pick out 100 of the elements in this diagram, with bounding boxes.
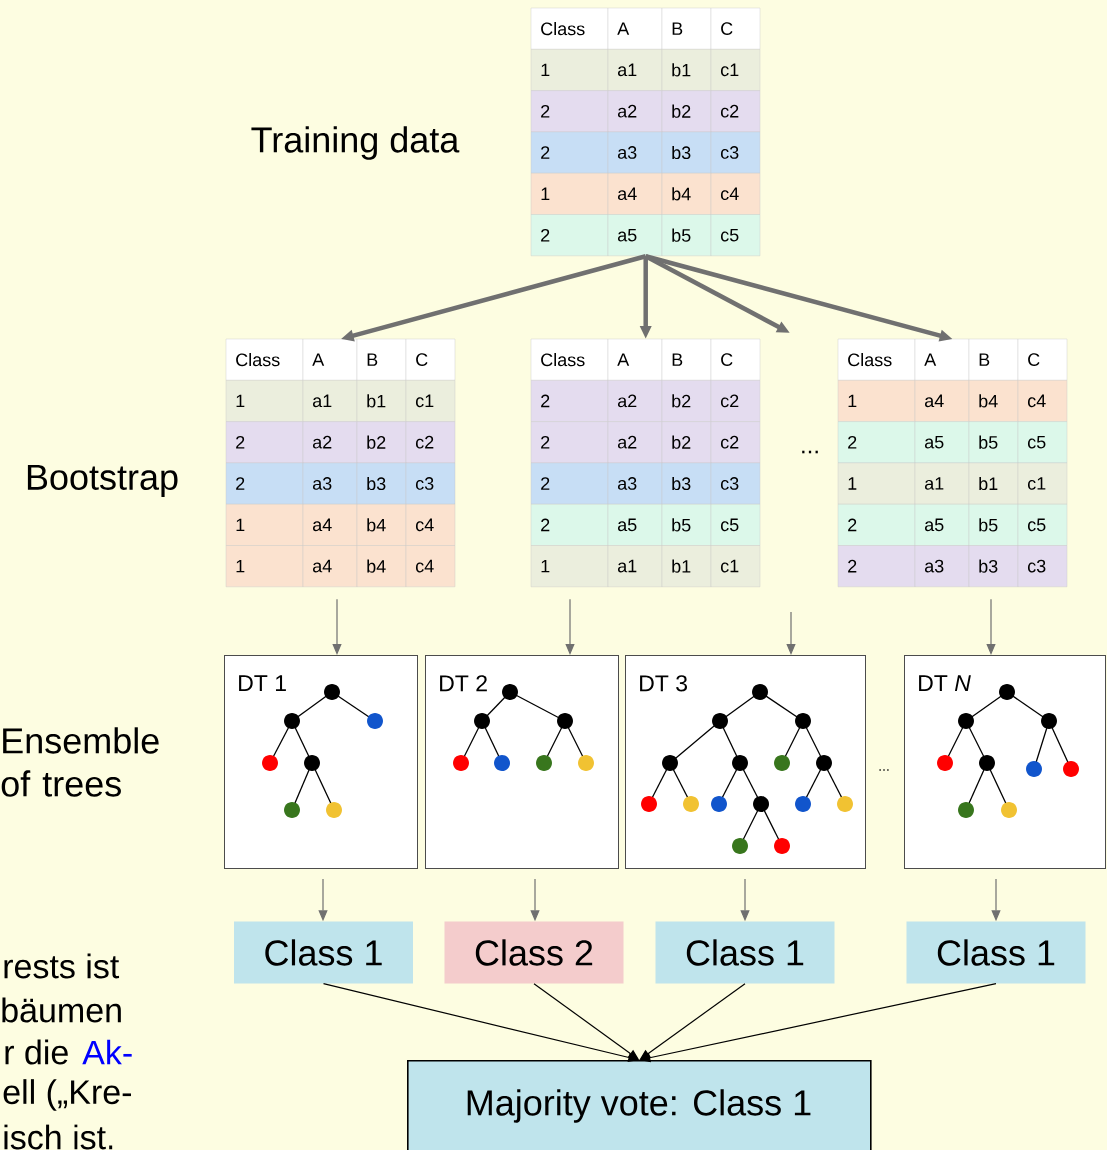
node-label: Class [541,21,585,36]
node-label: c4 [720,187,739,201]
node-label: 1 [236,559,245,573]
node-label: C [416,353,428,366]
node-label: 2 [236,477,245,490]
node-label: 1 [848,477,857,490]
node-label: Class [236,352,280,367]
node-label: a2 [617,435,637,449]
node-label: b4 [672,187,691,201]
result-box: Majority vote: Class 1 [407,1060,872,1150]
node-label: a2 [617,394,637,408]
node-label: c5 [720,518,739,532]
node-label: b4 [367,559,386,573]
node-label: a2 [617,104,637,118]
node-label: b1 [367,394,386,408]
tree-box: DT 2 [425,655,619,869]
node-label: C [1028,353,1040,366]
node-label: 1 [236,518,245,532]
node-label: b3 [367,476,386,491]
node-label: Class [848,352,892,367]
node-label: a5 [617,228,637,242]
row-label: Bootstrap [27,464,178,498]
node-label: 1 [541,559,550,573]
node-label: b1 [672,63,691,77]
node-label: c1 [415,394,434,408]
node-label: A [924,353,937,366]
node-label: C [721,22,733,35]
tree-box: DT 3 [625,655,866,869]
node-label: 2 [541,518,550,532]
node-label: b5 [672,228,691,242]
node-label: b3 [672,145,691,160]
node-label: a3 [924,559,944,573]
node-label: a3 [617,477,637,490]
node-label: c3 [415,477,434,490]
node-label: B [367,353,378,366]
node-label: c2 [720,104,739,118]
node-label: A [617,22,630,35]
node-label: b5 [672,518,691,532]
node-label: b2 [672,104,691,118]
node-label: c4 [415,518,434,532]
node-label: C [721,353,733,366]
node-label: a5 [924,518,944,532]
node-label: a4 [617,187,637,201]
class-box: Class 1 [234,921,413,984]
node-label: a1 [617,63,637,77]
node-label: c3 [1027,559,1046,573]
node-label: b5 [979,518,998,532]
body-text: ell („Kre- [3,1079,131,1111]
class-box: Class 1 [655,921,835,984]
node-label: a4 [312,518,332,532]
node-label: b1 [979,476,998,491]
tree-box: DT N [904,655,1106,869]
node-label: b3 [672,476,691,491]
node-label: A [312,353,325,366]
body-text: Ak- [82,1039,132,1065]
node-label: a1 [617,559,637,573]
data-table: Class A B C 2 a2 b2 c2 2 a2 b2 c2 2 a3 b3 c3 2 a5 b5 c5 1 a1 b1 c1 [530,338,761,587]
node-label: b1 [672,559,691,573]
body-text: rests ist [4,953,120,979]
node-label: Class [541,352,585,367]
node-label: a4 [924,394,944,408]
node-label: c3 [720,146,739,159]
body-text: r die [5,1039,68,1065]
tree-box: DT 1 [224,655,418,869]
node-label: 2 [541,228,550,242]
node-label: b5 [979,435,998,449]
node-label: c5 [1027,518,1046,532]
node-label: B [672,353,683,366]
node-label: c2 [720,435,739,449]
node-label: a1 [312,394,332,408]
node-label: B [672,22,683,35]
data-table: Class A B C 1 a1 b1 c1 2 a2 b2 c2 2 a3 b3 c3 1 a4 b4 c4 1 a4 b4 c4 [225,338,456,587]
node-label: b4 [979,394,998,408]
node-label: a3 [312,477,332,490]
node-label: c1 [1027,477,1046,490]
body-text: isch ist. [4,1124,113,1150]
node-label: a4 [312,559,332,573]
node-label: 2 [236,435,245,449]
node-label: 2 [541,435,550,449]
node-label: a5 [924,435,944,449]
node-label: b2 [672,435,691,449]
ellipsis: ... [802,450,818,454]
class-box: Class 2 [444,921,624,984]
node-label: b2 [367,435,386,449]
node-label: 2 [848,435,857,449]
data-table: Class A B C 1 a4 b4 c4 2 a5 b5 c5 1 a1 b1 c1 2 a5 b5 c5 2 a3 b3 c3 [837,338,1068,587]
node-label: c5 [1027,435,1046,449]
node-label: 1 [541,187,550,200]
node-label: 1 [541,63,550,77]
node-label: 2 [541,477,550,490]
node-label: c2 [720,394,739,408]
row-label: Training data [251,126,460,160]
node-label: c3 [720,477,739,490]
node-label: c1 [720,559,739,573]
node-label: 2 [848,559,857,573]
node-label: c4 [1027,394,1046,408]
node-label: c4 [415,559,434,573]
node-label: a5 [617,518,637,532]
node-label: b2 [672,394,691,408]
node-label: c1 [720,63,739,77]
